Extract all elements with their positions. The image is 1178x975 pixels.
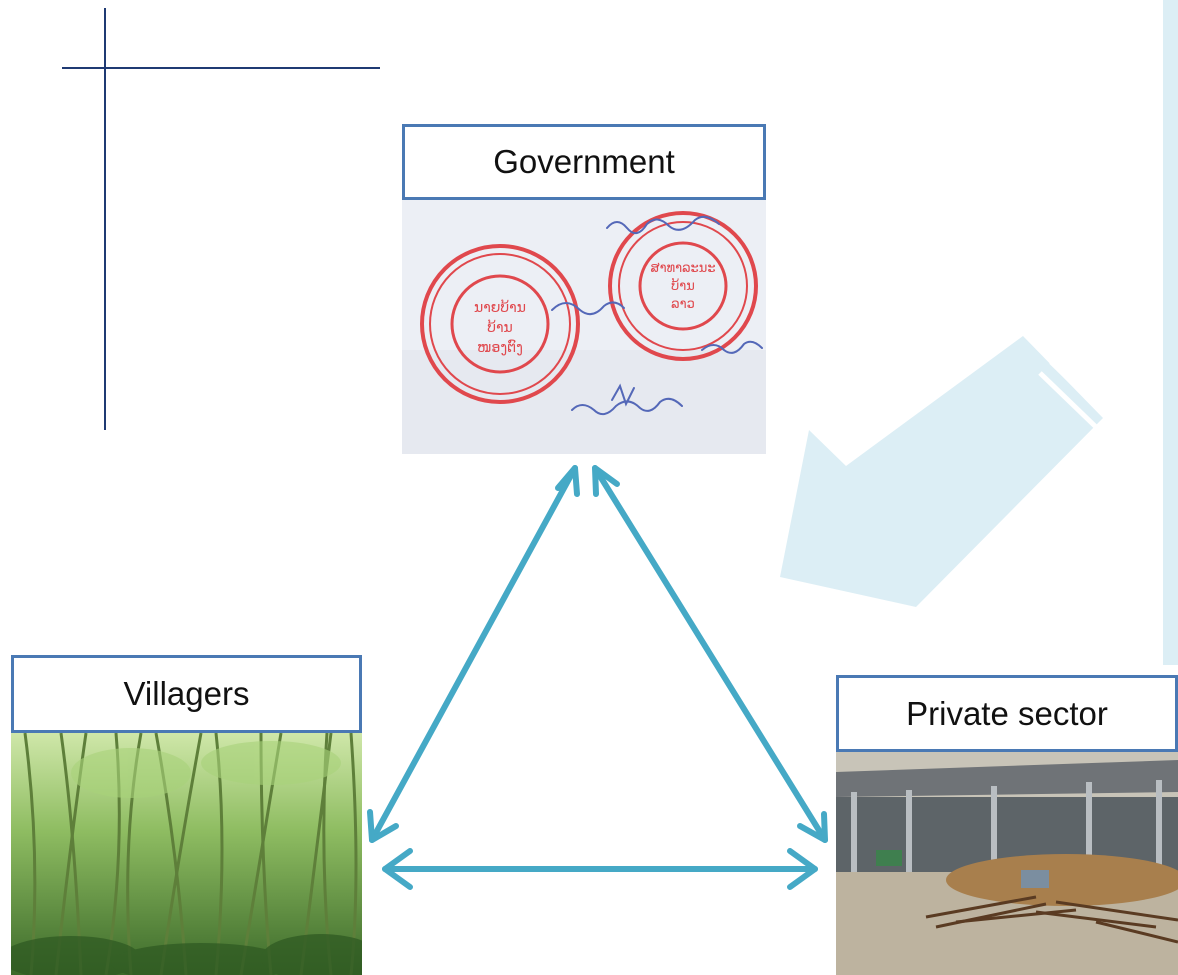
arrow-government-private: [592, 465, 828, 843]
private-label-box: Private sector: [836, 675, 1178, 752]
government-label: Government: [493, 143, 675, 180]
villagers-photo: [11, 733, 362, 975]
stamp-image: ນາຍບ້ານ ບ້ານ ໜອງຕົງ ສາທາລະນະ ບ້ານ ລາວ: [402, 200, 766, 454]
government-label-box: Government: [402, 124, 766, 200]
svg-text:ໜອງຕົງ: ໜອງຕົງ: [477, 340, 523, 356]
villagers-label-box: Villagers: [11, 655, 362, 733]
private-label: Private sector: [906, 694, 1108, 732]
svg-text:ບ້ານ: ບ້ານ: [671, 278, 695, 294]
yard-image: [836, 752, 1178, 975]
svg-text:ສາທາລະນະ: ສາທາລະນະ: [650, 261, 715, 276]
svg-text:ລາວ: ລາວ: [671, 297, 695, 312]
arrow-government-villagers: [367, 465, 580, 843]
bamboo-image: [11, 733, 362, 975]
villagers-label: Villagers: [123, 675, 250, 712]
svg-text:ບ້ານ: ບ້ານ: [487, 319, 513, 336]
government-photo: ນາຍບ້ານ ບ້ານ ໜອງຕົງ ສາທາລະນະ ບ້ານ ລາວ: [402, 200, 766, 454]
side-panel: [1163, 0, 1178, 665]
arrow-villagers-private: [382, 848, 818, 890]
svg-text:ນາຍບ້ານ: ນາຍບ້ານ: [474, 299, 526, 316]
private-photo: [836, 752, 1178, 975]
